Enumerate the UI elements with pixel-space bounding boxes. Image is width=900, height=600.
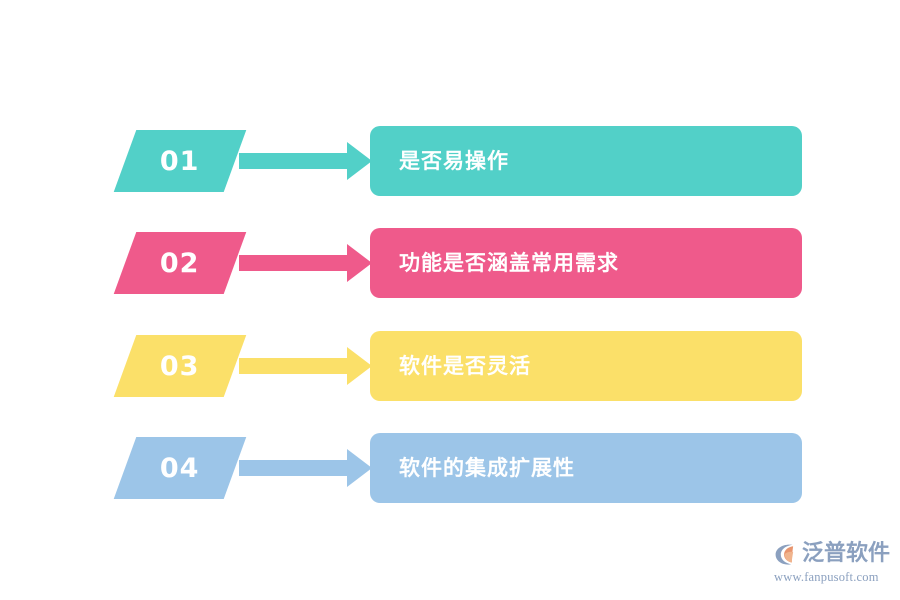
watermark-logo: 泛普软件 www.fanpusoft.com <box>773 539 893 589</box>
step-label-text: 软件的集成扩展性 <box>399 455 575 480</box>
watermark-logo-row: 泛普软件 <box>773 539 890 569</box>
step-label-box: 软件是否灵活 <box>370 331 802 401</box>
step-label-box: 软件的集成扩展性 <box>370 433 802 503</box>
step-label-box: 功能是否涵盖常用需求 <box>370 228 802 298</box>
step-number-tag: 02 <box>113 232 247 294</box>
step-label-text: 软件是否灵活 <box>399 353 531 378</box>
watermark-url: www.fanpusoft.com <box>774 570 879 584</box>
diagram-row: 04 软件的集成扩展性 <box>0 433 900 505</box>
step-number-label: 04 <box>160 452 200 484</box>
watermark-brand-name: 泛普软件 <box>802 541 891 566</box>
step-label-text: 功能是否涵盖常用需求 <box>399 250 619 275</box>
step-label-box: 是否易操作 <box>370 126 802 196</box>
step-number-tag: 03 <box>113 335 247 397</box>
right-arrow-icon <box>239 142 372 180</box>
diagram-row: 02 功能是否涵盖常用需求 <box>0 228 900 300</box>
step-number-tag: 04 <box>113 437 247 499</box>
diagram-row: 03 软件是否灵活 <box>0 331 900 403</box>
step-number-label: 03 <box>160 350 200 382</box>
right-arrow-icon <box>239 449 372 487</box>
step-number-tag: 01 <box>113 130 247 192</box>
diagram-row: 01 是否易操作 <box>0 126 900 198</box>
step-number-label: 02 <box>160 247 200 279</box>
right-arrow-icon <box>239 244 372 282</box>
step-label-text: 是否易操作 <box>399 148 509 173</box>
step-number-label: 01 <box>160 145 200 177</box>
right-arrow-icon <box>239 347 372 385</box>
fanpu-swoosh-logo-icon <box>775 544 794 565</box>
